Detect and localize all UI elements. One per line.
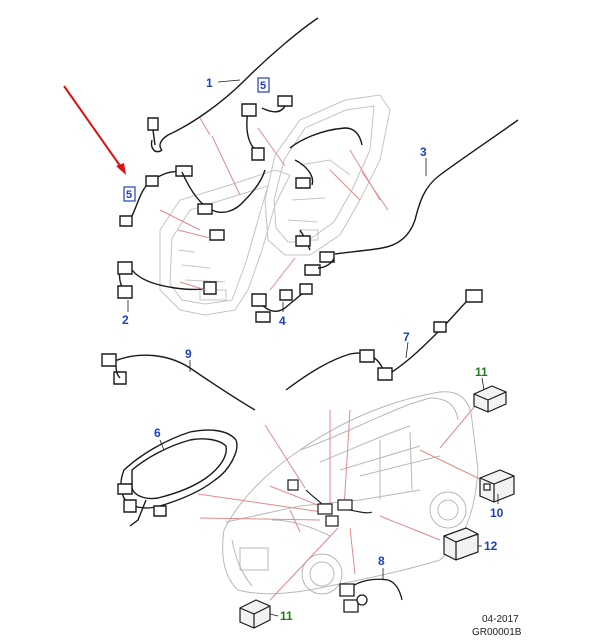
harness-8 bbox=[339, 578, 403, 613]
harness-3 bbox=[304, 119, 519, 276]
callout-3: 3 bbox=[420, 145, 427, 159]
callout-8: 8 bbox=[378, 554, 385, 568]
callout-4: 4 bbox=[279, 314, 286, 328]
module-11-lower bbox=[239, 599, 271, 629]
callout-11-lower: 11 bbox=[280, 609, 293, 623]
rear-door-panel-outline bbox=[159, 169, 291, 316]
vehicle-outline bbox=[222, 391, 479, 595]
callout-11-upper: 11 bbox=[475, 365, 488, 379]
callout-10: 10 bbox=[490, 506, 504, 520]
module-10 bbox=[479, 469, 515, 503]
door-harness-4 bbox=[251, 229, 313, 323]
door-harness-1 bbox=[147, 17, 319, 153]
footer-date: 04-2017 bbox=[482, 614, 519, 625]
red-pointer-arrow bbox=[63, 85, 126, 175]
vehicle-connectors bbox=[287, 479, 373, 527]
footer-code: GR00001B bbox=[472, 627, 522, 638]
harness-9 bbox=[101, 353, 256, 411]
callout-5-left: 5 bbox=[126, 189, 132, 201]
harness-7 bbox=[285, 289, 483, 391]
harness-6 bbox=[117, 429, 238, 527]
door-harness-5b bbox=[241, 95, 363, 189]
door-harness-5a bbox=[119, 165, 266, 241]
callout-9: 9 bbox=[185, 347, 192, 361]
callout-12: 12 bbox=[484, 539, 498, 553]
callout-leaders bbox=[127, 79, 499, 617]
front-door-panel-outline bbox=[264, 94, 391, 256]
callout-5-upper-box: 5 bbox=[257, 77, 270, 93]
callout-5-left-box: 5 bbox=[123, 186, 136, 202]
module-11-upper bbox=[473, 385, 507, 413]
callout-6: 6 bbox=[154, 426, 161, 440]
callout-5-upper: 5 bbox=[260, 80, 266, 92]
leader-lines bbox=[159, 117, 487, 601]
callout-2: 2 bbox=[122, 313, 129, 327]
callout-1: 1 bbox=[206, 76, 213, 90]
module-12 bbox=[443, 527, 479, 561]
door-harness-2 bbox=[117, 261, 217, 299]
callout-7: 7 bbox=[403, 330, 410, 344]
